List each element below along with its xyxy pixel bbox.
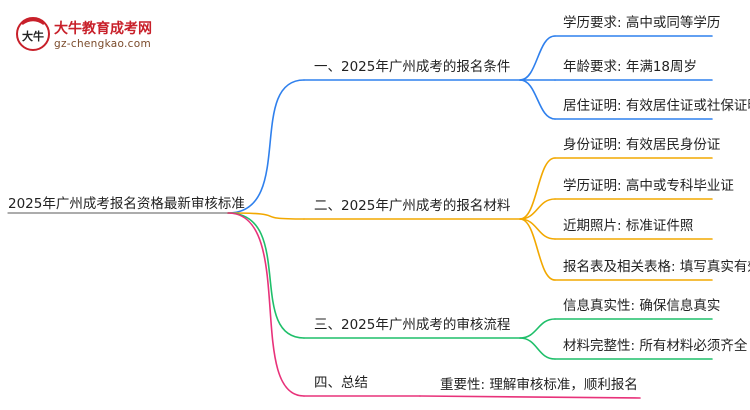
logo-url: gz-chengkao.com: [54, 38, 152, 50]
root-to-branch-3-connector: [227, 212, 305, 339]
leaf-1-2: 年龄要求: 年满18周岁: [563, 59, 698, 75]
branch-2-to-leaf-4-connector: [519, 218, 556, 281]
leaf-4-1: 重要性: 理解审核标准，顺利报名: [440, 377, 638, 393]
logo-name: 大牛教育成考网: [54, 21, 152, 37]
leaf-1-1: 学历要求: 高中或同等学历: [563, 15, 721, 31]
leaf-2-4: 报名表及相关表格: 填写真实有效: [563, 259, 750, 275]
branch-1-to-leaf-3-connector: [519, 79, 556, 120]
branch-2-to-leaf-2-connector: [519, 198, 556, 220]
branch-2-to-leaf-1-connector: [519, 157, 556, 220]
leaf-3-2: 材料完整性: 所有材料必须齐全: [563, 338, 748, 354]
root-to-branch-4-connector: [227, 212, 305, 397]
leaf-2-1: 身份证明: 有效居民身份证: [563, 137, 721, 153]
leaf-4-1-underline: [419, 395, 641, 399]
site-logo: 大牛 大牛教育成考网 gz-chengkao.com: [14, 14, 164, 58]
branch-1-to-leaf-1-connector: [519, 35, 556, 81]
branch-3-to-leaf-2-connector: [519, 337, 556, 360]
leaf-2-2: 学历证明: 高中或专科毕业证: [563, 178, 734, 194]
leaf-2-3: 近期照片: 标准证件照: [563, 218, 694, 234]
branch-3-label: 三、2025年广州成考的审核流程: [314, 317, 511, 333]
branch-4-label: 四、总结: [314, 375, 368, 391]
leaf-3-1: 信息真实性: 确保信息真实: [563, 298, 721, 314]
logo-mark-icon: 大牛: [16, 17, 50, 51]
branch-1-label: 一、2025年广州成考的报名条件: [314, 59, 511, 75]
root-to-branch-1-connector: [227, 79, 305, 214]
branch-3-to-leaf-1-connector: [519, 318, 556, 339]
root-node: 2025年广州成考报名资格最新审核标准: [8, 196, 245, 212]
branch-2-label: 二、2025年广州成考的报名材料: [314, 198, 511, 214]
leaf-1-3: 居住证明: 有效居住证或社保证明: [563, 98, 750, 114]
logo-mark-text: 大牛: [22, 29, 44, 43]
root-to-branch-2-connector: [227, 212, 305, 220]
